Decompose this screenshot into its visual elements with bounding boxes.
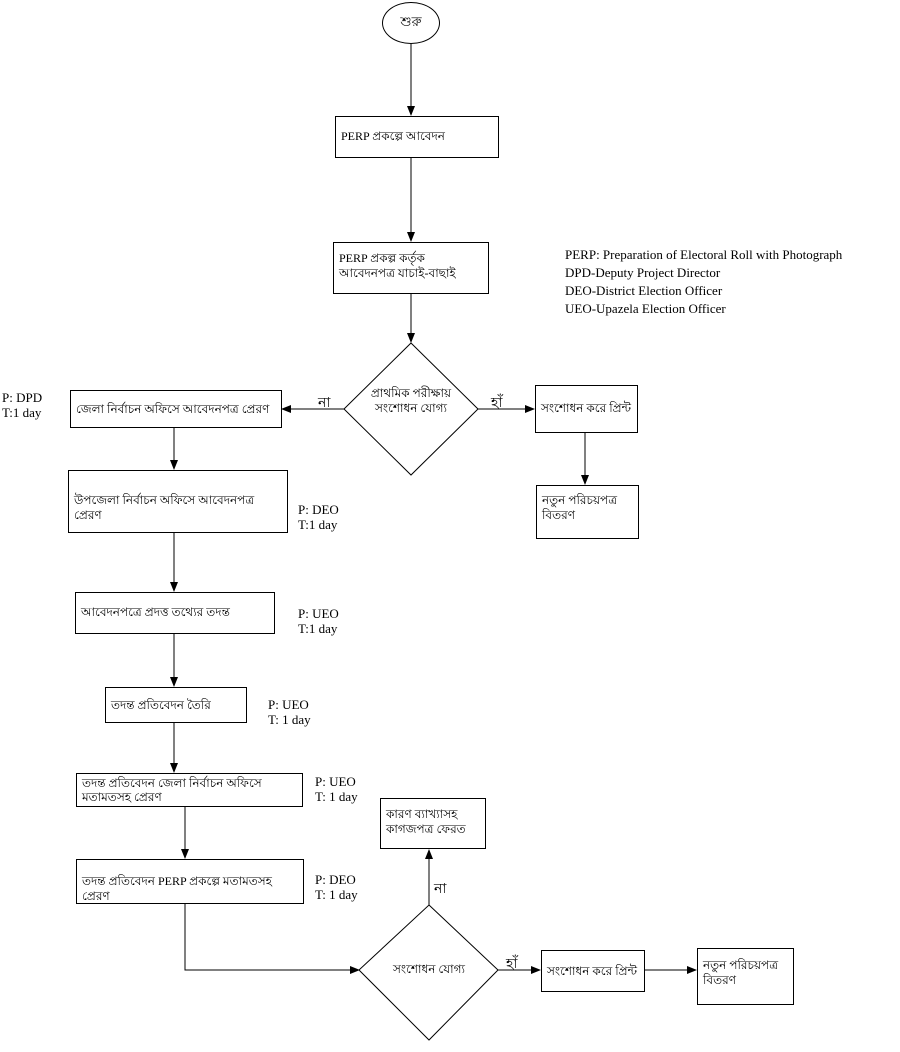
- decision1-yes-label: হাঁ: [491, 396, 503, 411]
- resp-person: P: DEO: [315, 872, 356, 887]
- resp-time: T: 1 day: [315, 789, 358, 804]
- decision2-label: সংশোধন যোগ্য: [393, 962, 465, 976]
- resp-time: T:1 day: [2, 405, 42, 420]
- decision1-diamond: [343, 342, 479, 476]
- legend-item-ueo: UEO-Upazela Election Officer: [565, 301, 726, 316]
- step-apply-label: PERP প্রকল্পে আবেদন: [341, 129, 445, 143]
- legend-item-perp: PERP: Preparation of Electoral Roll with…: [565, 247, 843, 262]
- step-correct-print-2: সংশোধন করে প্রিন্ট: [541, 950, 645, 992]
- resp-person: P: DPD: [2, 390, 43, 405]
- step-return-with-reason: কারণ ব্যাখ্যাসহ কাগজপত্র ফেরত: [380, 798, 486, 849]
- resp-report-prepare: P: UEO T: 1 day: [268, 697, 311, 727]
- step-report-to-perp: তদন্ত প্রতিবেদন PERP প্রকল্পে মতামতসহ প্…: [76, 859, 304, 904]
- resp-investigate: P: UEO T:1 day: [298, 606, 339, 636]
- step-district-send-label: জেলা নির্বাচন অফিসে আবেদনপত্র প্রেরণ: [76, 402, 270, 416]
- resp-time: T: 1 day: [268, 712, 311, 727]
- resp-person: P: UEO: [298, 606, 339, 621]
- resp-person: P: UEO: [268, 697, 309, 712]
- resp-time: T: 1 day: [315, 887, 358, 902]
- step-new-card-2: নতুন পরিচয়পত্র বিতরণ: [697, 948, 794, 1005]
- step-correct-print-2-label: সংশোধন করে প্রিন্ট: [547, 964, 638, 978]
- resp-report-to-perp: P: DEO T: 1 day: [315, 872, 358, 902]
- step-new-card-1-label: নতুন পরিচয়পত্র বিতরণ: [542, 493, 618, 522]
- resp-upazila-send: P: DEO T:1 day: [298, 502, 339, 532]
- step-return-with-reason-label: কারণ ব্যাখ্যাসহ কাগজপত্র ফেরত: [386, 807, 466, 836]
- step-upazila-send: উপজেলা নির্বাচন অফিসে আবেদনপত্র প্রেরণ: [68, 470, 288, 533]
- step-screen: PERP প্রকল্প কর্তৃক আবেদনপত্র যাচাই-বাছা…: [333, 242, 489, 294]
- step-report-prepare: তদন্ত প্রতিবেদন তৈরি: [105, 687, 247, 723]
- resp-district-send: P: DPD T:1 day: [2, 390, 42, 420]
- step-report-to-perp-label: তদন্ত প্রতিবেদন PERP প্রকল্পে মতামতসহ প্…: [82, 874, 272, 903]
- step-investigate: আবেদনপত্রে প্রদত্ত তথ্যের তদন্ত: [75, 592, 275, 634]
- start-node: শুরু: [382, 2, 440, 44]
- decision2-diamond: [358, 904, 499, 1041]
- step-report-prepare-label: তদন্ত প্রতিবেদন তৈরি: [111, 698, 211, 712]
- resp-person: P: DEO: [298, 502, 339, 517]
- decision2-yes-label: হাঁ: [506, 957, 518, 972]
- step-correct-print-1-label: সংশোধন করে প্রিন্ট: [541, 401, 632, 415]
- resp-time: T:1 day: [298, 517, 338, 532]
- decision2-no-label: না: [434, 882, 447, 897]
- step-new-card-1: নতুন পরিচয়পত্র বিতরণ: [536, 485, 639, 539]
- decision1-no-label: না: [318, 396, 331, 411]
- step-district-send: জেলা নির্বাচন অফিসে আবেদনপত্র প্রেরণ: [70, 390, 282, 428]
- step-investigate-label: আবেদনপত্রে প্রদত্ত তথ্যের তদন্ত: [81, 605, 230, 619]
- step-correct-print-1: সংশোধন করে প্রিন্ট: [535, 385, 638, 433]
- step-apply: PERP প্রকল্পে আবেদন: [335, 116, 499, 158]
- step-screen-label: PERP প্রকল্প কর্তৃক আবেদনপত্র যাচাই-বাছা…: [339, 251, 456, 280]
- arrow-perp-to-decision2: [184, 904, 360, 974]
- resp-report-to-district: P: UEO T: 1 day: [315, 774, 358, 804]
- step-report-to-district-label: তদন্ত প্রতিবেদন জেলা নির্বাচন অফিসে মতাম…: [82, 776, 262, 804]
- legend-item-deo: DEO-District Election Officer: [565, 283, 723, 298]
- abbreviation-legend: PERP: Preparation of Electoral Roll with…: [565, 246, 842, 318]
- start-label: শুরু: [400, 13, 422, 29]
- resp-person: P: UEO: [315, 774, 356, 789]
- decision1-label: প্রাথমিক পরীক্ষায় সংশোধন যোগ্য: [370, 386, 452, 415]
- resp-time: T:1 day: [298, 621, 338, 636]
- step-upazila-send-label: উপজেলা নির্বাচন অফিসে আবেদনপত্র প্রেরণ: [74, 493, 255, 522]
- step-report-to-district: তদন্ত প্রতিবেদন জেলা নির্বাচন অফিসে মতাম…: [76, 773, 303, 807]
- legend-item-dpd: DPD-Deputy Project Director: [565, 265, 721, 280]
- step-new-card-2-label: নতুন পরিচয়পত্র বিতরণ: [703, 958, 779, 987]
